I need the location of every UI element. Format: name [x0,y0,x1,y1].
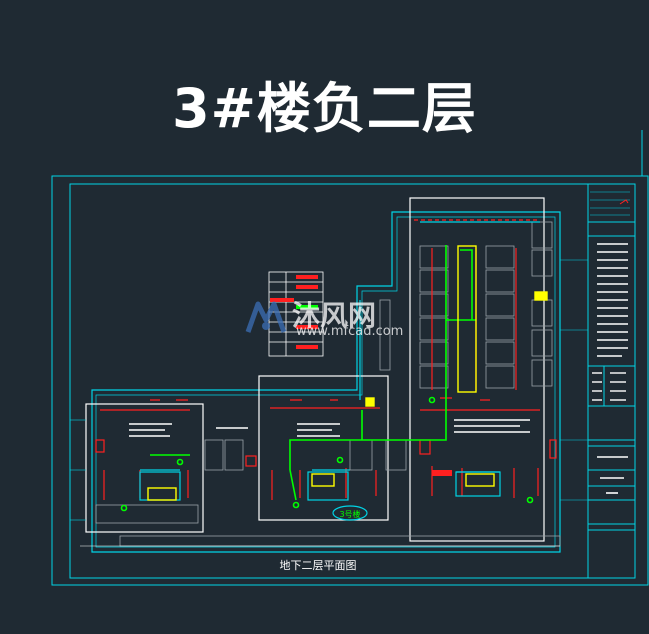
sheet-title: 3#楼负二层 [172,77,477,140]
legend-swatches [296,275,318,349]
red-details [95,219,557,500]
red-block [432,470,452,476]
grid-stubs [70,259,588,521]
stair-label: 3号楼 [339,510,361,519]
stair-marker [332,505,368,521]
red-block-2 [270,298,294,302]
green-pipes [120,245,534,512]
cyan-mains [139,221,540,501]
unit-boxes [85,197,545,542]
yellow-elements [147,245,548,501]
parking-stalls [95,221,561,547]
title-block [587,183,636,579]
watermark-logo-icon [245,301,287,333]
watermark-url: www.mfcad.com [296,324,404,339]
annotation-strokes [80,419,560,547]
building-outline [91,211,561,553]
plan-caption: 地下二层平面图 [279,559,357,572]
outer-frame [51,175,649,586]
watermark: 沐风网 www.mfcad.com [244,296,414,340]
watermark-brand: 沐风网 [292,299,377,332]
